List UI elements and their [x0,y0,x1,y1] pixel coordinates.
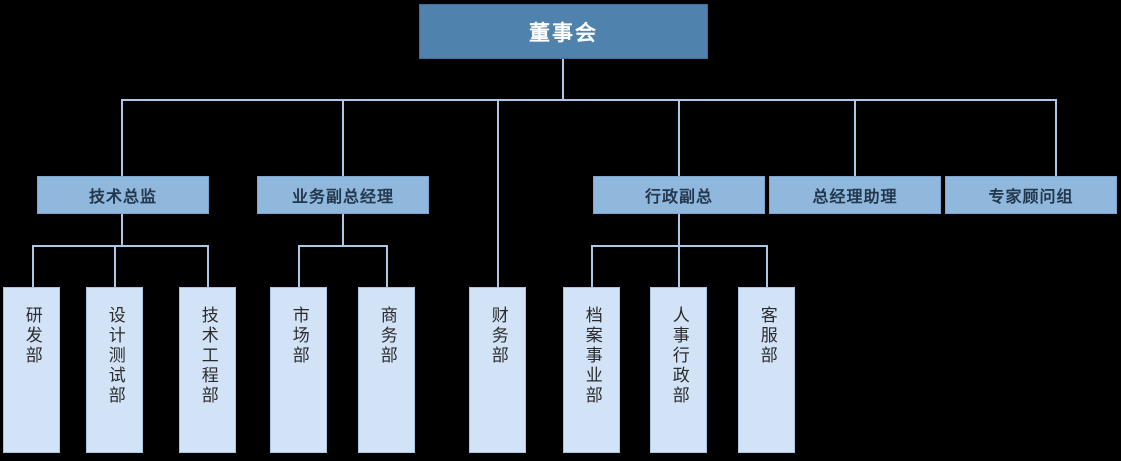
node-board-of-directors[interactable]: 董事会 [419,4,708,59]
node-hr-admin-dept[interactable]: 人事行政部 [650,287,707,453]
connector-business-child-1 [298,245,300,287]
node-hr-admin-dept-label: 人事行政部 [668,306,689,406]
node-finance-dept-label: 财务部 [487,306,508,366]
node-customer-service-dept-label: 客服部 [756,306,777,366]
node-design-test-dept[interactable]: 设计测试部 [86,287,143,453]
connector-tech-stem [121,213,123,246]
connector-admin-child-3 [766,245,768,287]
node-rnd-dept-label: 研发部 [21,306,42,366]
node-expert-advisory-group[interactable]: 专家顾问组 [945,176,1117,214]
connector-drop-expert-group [1055,99,1057,176]
connector-tech-child-1 [32,245,34,287]
connector-admin-stem [678,213,680,246]
connector-drop-tech-director [121,99,123,176]
node-rnd-dept[interactable]: 研发部 [3,287,60,453]
node-tech-director[interactable]: 技术总监 [37,176,209,214]
connector-drop-gm-assistant [854,99,856,176]
node-business-vp[interactable]: 业务副总经理 [257,176,429,214]
connector-drop-admin-vp [678,99,680,176]
node-design-test-dept-label: 设计测试部 [104,306,125,406]
node-finance-dept[interactable]: 财务部 [469,287,526,453]
node-customer-service-dept[interactable]: 客服部 [738,287,795,453]
connector-admin-child-1 [591,245,593,287]
connector-tech-child-2 [114,245,116,287]
node-gm-assistant[interactable]: 总经理助理 [769,176,941,214]
connector-business-bus [298,245,388,247]
connector-business-child-2 [386,245,388,287]
connector-tech-child-3 [207,245,209,287]
node-commerce-dept[interactable]: 商务部 [358,287,415,453]
node-marketing-dept[interactable]: 市场部 [270,287,327,453]
connector-drop-finance-dept [497,99,499,287]
connector-top-bus [121,99,1056,101]
connector-tech-bus [32,245,209,247]
node-marketing-dept-label: 市场部 [288,306,309,366]
node-tech-engineering-dept[interactable]: 技术工程部 [179,287,236,453]
node-archives-division-label: 档案事业部 [581,306,602,406]
connector-drop-business-vp [342,99,344,176]
connector-admin-child-2 [678,245,680,287]
node-tech-engineering-dept-label: 技术工程部 [197,306,218,406]
connector-business-stem [342,213,344,246]
node-archives-division[interactable]: 档案事业部 [563,287,620,453]
node-admin-vp[interactable]: 行政副总 [593,176,765,214]
node-commerce-dept-label: 商务部 [376,306,397,366]
connector-root-stem [562,59,564,100]
